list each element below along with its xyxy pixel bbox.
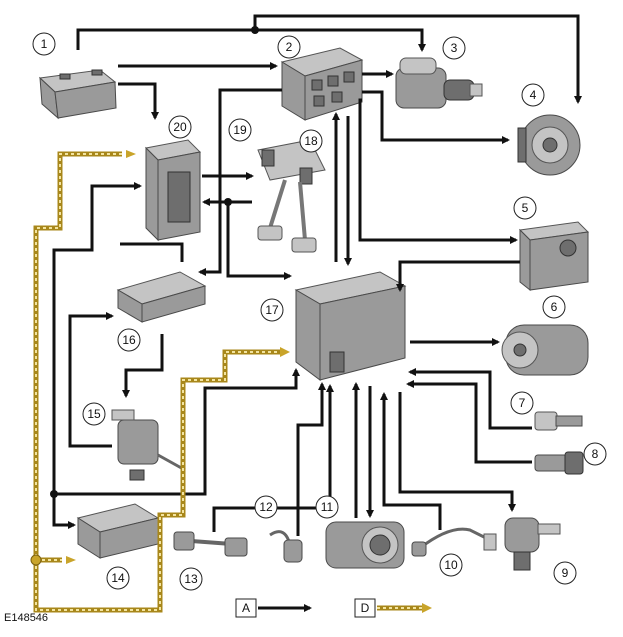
control-module-5-component — [518, 221, 590, 292]
sensor-7-component — [534, 411, 583, 431]
svg-text:17: 17 — [265, 303, 279, 317]
svg-text:19: 19 — [233, 123, 247, 137]
svg-text:12: 12 — [259, 500, 273, 514]
svg-text:18: 18 — [304, 134, 318, 148]
callout-16: 16 — [117, 328, 141, 352]
svg-text:A: A — [242, 601, 250, 615]
fuel-tank-module-component — [111, 409, 186, 481]
fuel-pump-component — [504, 517, 561, 571]
callout-11: 11 — [315, 495, 339, 519]
svg-text:4: 4 — [530, 88, 537, 102]
starter-motor-component — [395, 57, 483, 109]
svg-text:D: D — [361, 601, 370, 615]
callout-10: 10 — [439, 553, 463, 577]
alternator-component — [517, 114, 581, 176]
sensor-12-component — [269, 530, 303, 563]
callout-8: 8 — [583, 442, 607, 466]
figure-id: E148546 — [4, 612, 49, 624]
key-a: A — [235, 598, 257, 618]
svg-text:15: 15 — [87, 407, 101, 421]
network-a-wires — [50, 14, 582, 536]
svg-text:13: 13 — [184, 572, 198, 586]
engine-control-module-component — [294, 271, 407, 381]
body-control-module-component — [144, 139, 202, 242]
control-module-14-component — [76, 503, 160, 559]
callout-1: 1 — [32, 32, 56, 56]
callout-3: 3 — [442, 36, 466, 60]
sensor-8-component — [534, 451, 584, 475]
svg-text:14: 14 — [111, 571, 125, 585]
sensor-10-component — [411, 527, 497, 557]
battery-component — [38, 69, 117, 120]
svg-text:8: 8 — [592, 447, 599, 461]
key-d-line — [377, 603, 432, 613]
callout-17: 17 — [260, 298, 284, 322]
callout-9: 9 — [553, 561, 577, 585]
callout-14: 14 — [106, 566, 130, 590]
ac-compressor-component — [501, 324, 589, 376]
callout-4: 4 — [521, 83, 545, 107]
pedal-box-component — [257, 139, 326, 253]
callout-2: 2 — [277, 35, 301, 59]
callout-20: 20 — [168, 115, 192, 139]
key-d: D — [354, 598, 376, 618]
callout-13: 13 — [179, 567, 203, 591]
callout-5: 5 — [513, 196, 537, 220]
network-d-wires — [30, 150, 290, 613]
svg-text:1: 1 — [41, 37, 48, 51]
svg-text:11: 11 — [321, 500, 334, 514]
junction-box-component — [280, 47, 364, 121]
svg-text:10: 10 — [444, 558, 458, 572]
callout-12: 12 — [254, 495, 278, 519]
sensor-13-component — [173, 531, 248, 557]
svg-text:6: 6 — [551, 300, 558, 314]
callout-18: 18 — [299, 129, 323, 153]
callout-19: 19 — [228, 118, 252, 142]
callout-6: 6 — [542, 295, 566, 319]
svg-text:16: 16 — [122, 333, 136, 347]
throttle-body-component — [325, 521, 405, 569]
svg-text:7: 7 — [519, 396, 526, 410]
svg-text:5: 5 — [522, 201, 529, 215]
svg-text:3: 3 — [451, 41, 458, 55]
control-module-16-component — [116, 271, 207, 323]
svg-text:9: 9 — [562, 566, 569, 580]
callout-15: 15 — [82, 402, 106, 426]
svg-text:2: 2 — [286, 40, 293, 54]
callout-7: 7 — [510, 391, 534, 415]
svg-text:20: 20 — [173, 120, 187, 134]
